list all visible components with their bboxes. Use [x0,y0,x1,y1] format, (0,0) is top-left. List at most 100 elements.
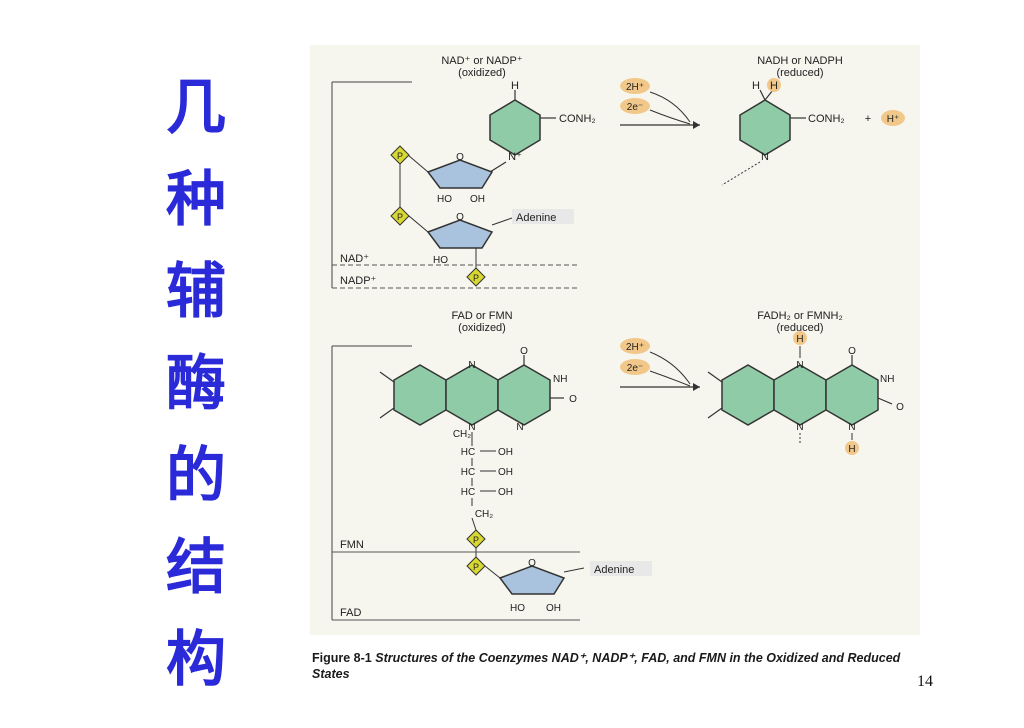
title-char: 几 [166,73,226,143]
page-number: 14 [917,673,933,690]
h-plus-highlight [881,110,905,126]
title-char: 种 [166,165,226,235]
fad-protons-highlight [620,338,650,354]
phosphate-1-link [407,154,429,173]
fad-phosphate-label: P [473,562,479,572]
reduced-flavin-ring-b [773,364,827,426]
fad-label: FAD [340,607,361,619]
fad-ribose-oh: OH [546,603,561,614]
fad-ribose-link [484,565,501,579]
reduced-carbonyl-4: O [848,346,856,357]
reduced-n: N [761,151,769,163]
ribose-1-oh: OH [470,194,485,205]
adenine-box-2 [590,561,652,576]
phosphate-2-label: P [397,212,403,222]
nad-oxidized-title: NAD⁺ or NADP⁺ [441,55,522,67]
title-char: 结 [166,533,226,603]
chain-hc-1: HC [461,447,475,458]
phosphate-2-link [408,215,429,233]
fad-electrons-highlight [620,359,650,375]
conh2-label: CONH₂ [559,113,596,125]
adenine-label-1: Adenine [516,212,556,224]
fad-curved-arrow-2 [649,370,691,387]
caption-text: Structures of the Coenzymes NAD⁺, NADP⁺,… [312,651,901,681]
fad-bracket [331,345,412,620]
adenine-bond-1 [491,217,513,226]
flavin-ring-c [497,364,551,426]
fad-ribose-o: O [528,558,536,569]
fad-ribose-ring [498,565,566,595]
curved-arrow-1 [649,91,691,123]
reduced-dotted-bond [721,161,761,186]
title-char: 酶 [166,349,226,419]
nicotinamide-ring [489,99,541,156]
fad-phosphate [466,556,486,576]
methyl-2 [379,407,395,419]
reduced-flavin-n5: N [796,360,803,371]
reduced-n5-h-highlight [793,331,807,345]
curved-arrow-2 [649,109,691,125]
carbonyl-4: O [520,346,528,357]
chain-bond-5 [471,517,477,531]
ribose-2-o: O [456,212,464,223]
caption-prefix: Figure 8-1 [312,651,372,665]
flavin-n1: N [516,422,523,433]
ribose-2-ho: HO [433,255,448,266]
nadp-phosphate [466,267,486,287]
title-char: 辅 [166,257,226,327]
phosphate-2 [390,206,410,226]
reduced-n5-h: H [796,334,803,345]
flavin-ring-a [393,364,447,426]
nad-oxidized-subtitle: (oxidized) [458,67,506,79]
ribose-ring-2 [426,219,494,249]
nad-reduced-title: NADH or NADPH [757,55,843,67]
fad-electrons-label: 2e⁻ [627,363,643,374]
glycosidic-bond [489,161,507,173]
flavin-ring-b [445,364,499,426]
reduced-methyl-2 [707,407,723,419]
chain-ch2-top: CH₂ [453,429,471,440]
chain-oh-3: OH [498,487,513,498]
title-char: 的 [166,441,226,511]
reduced-flavin-n1: N [848,422,855,433]
reduced-carbonyl-2-bond [877,397,893,405]
fmn-label: FMN [340,539,364,551]
ribose-ring-1 [426,159,494,189]
protons-highlight [620,78,650,94]
chain-hc-3: HC [461,487,475,498]
fad-reduced-title: FADH₂ or FMNH₂ [757,310,843,322]
chain-hc-2: HC [461,467,475,478]
plus-sign: + [865,113,871,125]
nad-label: NAD⁺ [340,253,369,265]
chain-ch2-bottom: CH₂ [475,509,493,520]
reduced-nicotinamide-ring [739,99,791,156]
reduced-h2: H [770,80,778,92]
methyl-1 [379,371,395,383]
reduced-h-bond-2 [764,89,774,101]
electrons-highlight [620,98,650,114]
flavin-nh: NH [553,374,567,385]
ribose-1-ho: HO [437,194,452,205]
fad-curved-arrow-1 [649,351,691,385]
ribose-1-o: O [456,152,464,163]
protons-label: 2H⁺ [626,82,644,93]
carbonyl-2: O [569,394,577,405]
vertical-slide-title: 几 种 辅 酶 的 结 构 [150,62,242,706]
h-plus-label: H⁺ [887,114,900,125]
chain-oh-1: OH [498,447,513,458]
reduced-flavin-ring-a [721,364,775,426]
chain-oh-2: OH [498,467,513,478]
reduced-flavin-nh: NH [880,374,894,385]
fad-ribose-ho: HO [510,603,525,614]
figure-panel: NAD⁺ or NADP⁺ (oxidized) NADH or NADPH (… [310,45,920,635]
electrons-label: 2e⁻ [627,102,643,113]
nadp-phosphate-label: P [473,273,479,283]
reduced-methyl-1 [707,371,723,383]
reduced-conh2: CONH₂ [808,113,845,125]
reduced-n1-h-highlight [845,441,859,455]
reduced-flavin-n10: N [796,422,803,433]
ring-h-label: H [511,80,519,92]
flavin-n5: N [468,360,475,371]
fad-oxidized-title: FAD or FMN [451,310,512,322]
flavin-n10: N [468,422,475,433]
